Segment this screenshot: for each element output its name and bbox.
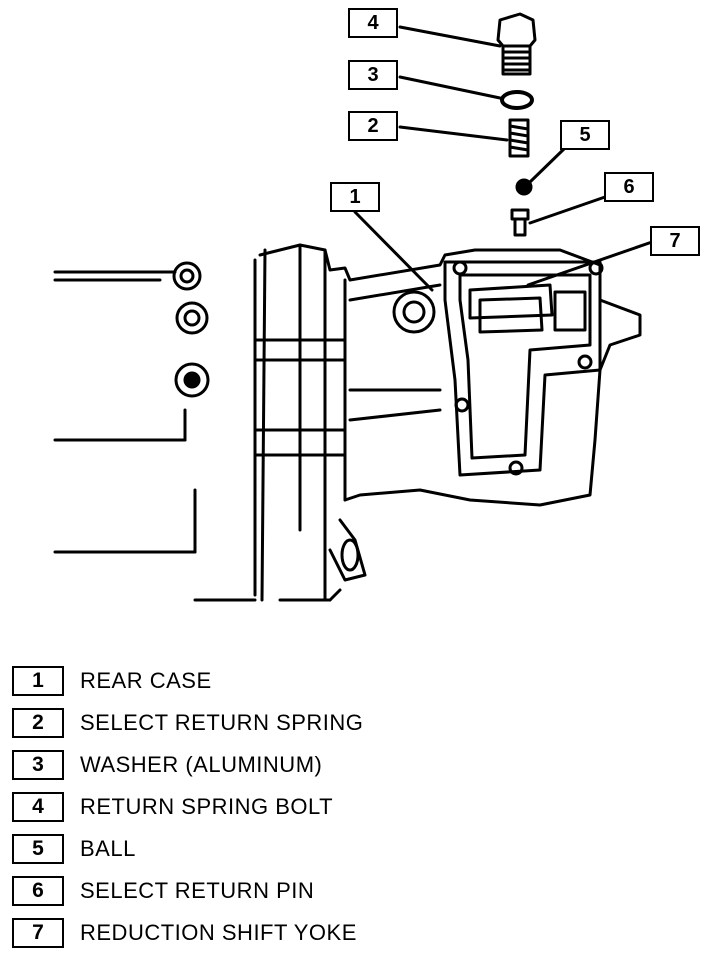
legend-label: SELECT RETURN SPRING [80, 710, 364, 735]
washer-part [500, 90, 534, 110]
legend-number: 5 [12, 834, 64, 864]
callout-6: 6 [604, 172, 654, 202]
callout-7: 7 [650, 226, 700, 256]
callout-4: 4 [348, 8, 398, 38]
legend-item: 1 REAR CASE [12, 660, 512, 702]
legend-label: REAR CASE [80, 668, 212, 693]
legend-label: BALL [80, 836, 136, 861]
return-spring-bolt-part [496, 12, 537, 76]
rear-case-part [53, 243, 642, 602]
legend-item: 5 BALL [12, 828, 512, 870]
leader-line-1 [353, 210, 434, 292]
leader-line-2 [398, 125, 509, 142]
legend-item: 3 WASHER (ALUMINUM) [12, 744, 512, 786]
exploded-diagram [53, 12, 654, 602]
callout-3: 3 [348, 60, 398, 90]
leader-line-6 [528, 195, 607, 225]
legend-label: RETURN SPRING BOLT [80, 794, 334, 819]
legend-number: 4 [12, 792, 64, 822]
legend-number: 6 [12, 876, 64, 906]
callout-1: 1 [330, 182, 380, 212]
select-return-pin-part [510, 208, 530, 237]
ball-part [515, 178, 533, 196]
leader-line-3 [398, 75, 502, 100]
leader-line-5 [528, 146, 567, 184]
callout-2: 2 [348, 111, 398, 141]
legend-item: 7 REDUCTION SHIFT YOKE [12, 912, 512, 954]
legend-label: REDUCTION SHIFT YOKE [80, 920, 357, 945]
parts-legend: 1 REAR CASE 2 SELECT RETURN SPRING 3 WAS… [12, 660, 512, 954]
select-return-spring-part [508, 118, 530, 158]
legend-item: 6 SELECT RETURN PIN [12, 870, 512, 912]
leader-line-7 [526, 240, 654, 287]
legend-number: 3 [12, 750, 64, 780]
callout-5: 5 [560, 120, 610, 150]
leader-line-4 [398, 25, 502, 48]
legend-label: WASHER (ALUMINUM) [80, 752, 323, 777]
legend-number: 2 [12, 708, 64, 738]
legend-item: 4 RETURN SPRING BOLT [12, 786, 512, 828]
legend-number: 1 [12, 666, 64, 696]
legend-label: SELECT RETURN PIN [80, 878, 315, 903]
legend-number: 7 [12, 918, 64, 948]
legend-item: 2 SELECT RETURN SPRING [12, 702, 512, 744]
